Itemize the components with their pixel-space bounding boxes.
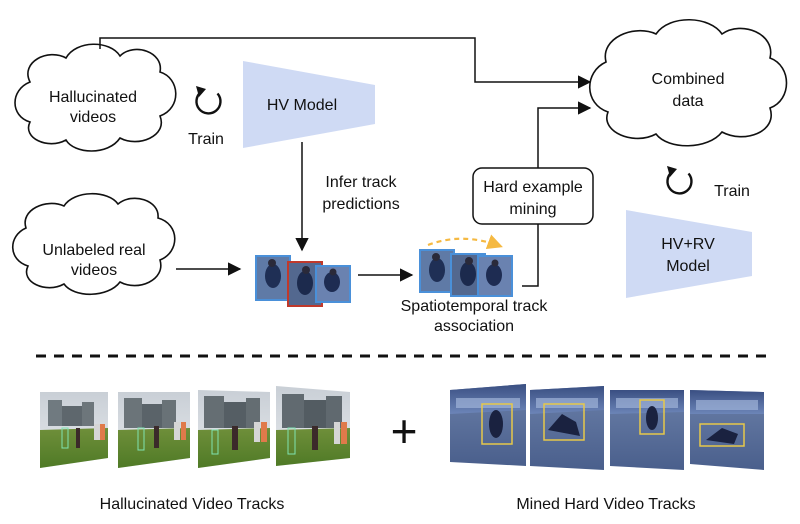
mined-thumb-4	[690, 390, 764, 470]
refresh-icon	[195, 91, 222, 115]
hallucinated-videos-cloud: Hallucinated videos	[14, 43, 177, 152]
hvrv-model-label-line1: HV+RV	[661, 236, 715, 253]
infer-label-line1: Infer track	[325, 174, 397, 191]
mined-thumb-1	[450, 384, 526, 466]
hard-example-label-line1: Hard example	[483, 179, 583, 196]
association-arrow	[427, 234, 503, 249]
hallucinated-videos-label-line2: videos	[70, 109, 116, 126]
mined-thumb-2	[530, 386, 604, 470]
predicted-frame-1	[255, 255, 291, 301]
hvrv-model-label-line2: Model	[666, 258, 710, 275]
train-right: Train	[666, 166, 750, 200]
associated-frame-3	[477, 255, 513, 297]
unlabeled-real-videos-cloud: Unlabeled real videos	[12, 193, 176, 295]
hallucinated-thumb-4	[276, 386, 350, 466]
refresh-icon	[666, 171, 693, 195]
refresh-icon-head	[667, 166, 677, 177]
associated-track-frames	[419, 234, 513, 297]
hv-model: HV Model	[243, 61, 375, 148]
train-top-label: Train	[188, 131, 224, 148]
spatiotemporal-label-line1: Spatiotemporal track	[401, 298, 549, 315]
hvrv-model: HV+RV Model	[626, 210, 752, 298]
hallucinated-thumb-1	[40, 392, 108, 468]
hard-example-mining-box: Hard example mining	[472, 167, 594, 225]
hallucinated-thumb-3	[198, 390, 270, 468]
hallucinated-thumb-2	[118, 392, 190, 468]
combined-data-label-line2: data	[672, 93, 703, 110]
hallucinated-track-thumbnails	[40, 386, 350, 468]
hallucinated-to-combined-arrow	[99, 37, 592, 89]
infer-label-line2: predictions	[322, 196, 399, 213]
combined-data-label-line1: Combined	[652, 71, 725, 88]
refresh-icon-head	[196, 86, 206, 97]
hallucinated-tracks-caption: Hallucinated Video Tracks	[100, 496, 285, 513]
mined-track-thumbnails	[450, 384, 764, 470]
mined-tracks-caption: Mined Hard Video Tracks	[516, 496, 695, 513]
spatiotemporal-label-line2: association	[434, 318, 514, 335]
train-top: Train	[188, 86, 224, 148]
combined-data-cloud: Combined data	[588, 18, 788, 147]
hallucinated-videos-label-line1: Hallucinated	[49, 89, 137, 106]
predicted-track-frames	[255, 255, 351, 307]
hard-example-label-line2: mining	[509, 201, 556, 218]
train-right-label: Train	[714, 183, 750, 200]
plus-sign: +	[391, 405, 418, 457]
mined-thumb-3	[610, 390, 684, 470]
unlabeled-real-label-line2: videos	[71, 262, 117, 279]
hv-model-label: HV Model	[267, 97, 337, 114]
associated-frame-1	[419, 249, 455, 293]
unlabeled-real-label-line1: Unlabeled real	[42, 242, 145, 259]
predicted-frame-3	[315, 265, 351, 303]
